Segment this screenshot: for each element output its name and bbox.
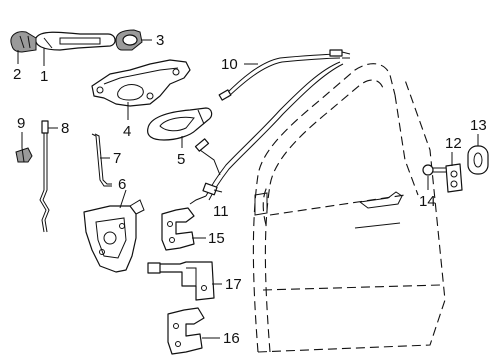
upper-hinge: [161, 207, 195, 251]
callout-12: 12: [445, 135, 462, 152]
callout-14: 14: [419, 193, 436, 210]
callout-11: 11: [213, 203, 229, 220]
callout-9: 9: [17, 115, 25, 132]
callout-8: 8: [61, 120, 69, 137]
callout-13: 13: [470, 117, 487, 134]
callout-10: 10: [221, 56, 238, 73]
callout-4: 4: [123, 123, 131, 140]
striker-bolt: [422, 164, 446, 176]
leader-lines: [17, 39, 479, 339]
callout-labels: 1 2 3 4 5 6 7 8 9 10 11 12 13 14 15 16 1…: [13, 32, 487, 347]
cable-assembly: [189, 49, 351, 205]
lower-hinge: [167, 307, 205, 355]
outside-handle: [35, 31, 116, 51]
handle-carrier: [91, 59, 191, 107]
lock-cylinder-rod: [39, 120, 50, 233]
door-panel: [252, 63, 446, 353]
striker-plate: [445, 163, 463, 193]
callout-5: 5: [177, 151, 185, 168]
callout-17: 17: [225, 276, 242, 293]
door-latch: [83, 199, 145, 273]
callout-6: 6: [118, 176, 126, 193]
callout-7: 7: [113, 150, 121, 167]
callout-16: 16: [223, 330, 240, 347]
callout-1: 1: [40, 68, 48, 85]
lock-rod: [91, 133, 112, 187]
handle-bezel: [115, 29, 143, 51]
callout-15: 15: [208, 230, 225, 247]
rod-clip: [15, 147, 33, 163]
callout-2: 2: [13, 66, 21, 83]
callout-3: 3: [156, 32, 164, 49]
handle-cap: [10, 31, 37, 53]
inside-handle: [147, 107, 213, 141]
striker-pad: [467, 145, 489, 175]
door-check: [147, 261, 215, 301]
